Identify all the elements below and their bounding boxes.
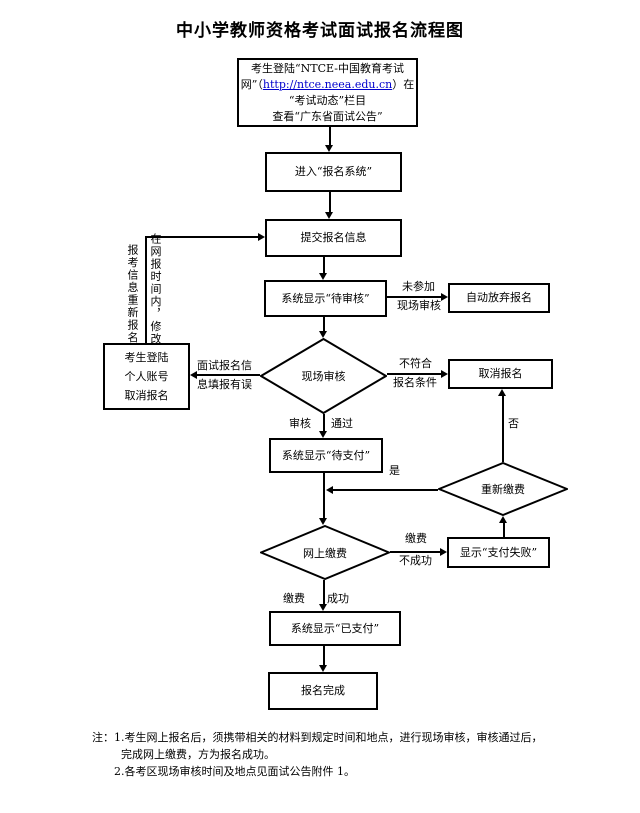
box-submit-info-label: 提交报名信息 (300, 231, 367, 244)
note-item2: 2.各考区现场审核时间及地点见面试公告附件 1。 (114, 765, 355, 778)
label-pay-unsuccessful-line2: 不成功 (399, 554, 432, 567)
arrowhead-down-icon (319, 273, 327, 280)
arrowhead-down-icon (325, 212, 333, 219)
box-cancel-registration-label: 取消报名 (478, 367, 523, 380)
box-pending-payment-label: 系统显示“待支付” (281, 448, 371, 462)
note-prefix: 注： (92, 731, 114, 744)
box-cancel-via-account: 考生登陆 个人账号 取消报名 (103, 343, 190, 410)
label-not-qualified-line2: 报名条件 (393, 376, 437, 389)
decision-online-payment: 网上缴费 (260, 525, 390, 580)
box-payment-failed: 显示“支付失败” (447, 537, 550, 568)
connector-onsite-to-pending-payment (323, 414, 325, 431)
connector-repay-to-cancel (502, 395, 504, 462)
page-title: 中小学教师资格考试面试报名流程图 (176, 21, 464, 41)
note-item1-line2: 完成网上缴费，方为报名成功。 (121, 748, 275, 761)
box-complete-label: 报名完成 (301, 684, 345, 697)
arrowhead-down-icon (319, 431, 327, 438)
arrowhead-down-icon (319, 518, 327, 525)
box-auto-abandon-label: 自动放弃报名 (466, 291, 532, 304)
connector-submit-to-pending-review (323, 257, 325, 274)
connector-pending-review-to-onsite (323, 317, 325, 332)
connector-notice-to-enter (329, 127, 331, 146)
label-info-error-line2: 息填报有误 (197, 378, 252, 391)
cancel-via-account-line2: 个人账号 (124, 370, 169, 383)
notice-line2: 网”（http://ntce.neea.edu.cn）在 (241, 77, 414, 93)
arrowhead-right-icon (441, 370, 448, 378)
arrowhead-up-icon (498, 389, 506, 396)
decision-onsite-review-shape (260, 338, 387, 414)
label-modify-note-col-left: 报考信息重新报名 (126, 244, 139, 344)
box-submit-info: 提交报名信息 (265, 219, 402, 257)
label-pay-unsuccessful-line1: 缴费 (405, 532, 427, 545)
notice-line2-pre: 网”（ (240, 77, 263, 91)
notice-line4: 查看“广东省面试公告” (272, 109, 383, 123)
note-item1-line1: 1.考生网上报名后，须携带相关的材料到规定时间和地点，进行现场审核，审核通过后， (114, 731, 543, 744)
connector-onsite-to-cancel (387, 373, 441, 375)
connector-enter-to-submit (329, 192, 331, 213)
connector-pending-review-to-abandon (387, 296, 441, 298)
connector-online-pay-to-paid (323, 580, 325, 605)
label-pay-success-part2: 成功 (327, 592, 349, 605)
label-not-attended-line1: 未参加 (402, 280, 435, 293)
arrowhead-left-icon (190, 371, 197, 379)
arrowhead-down-icon (319, 604, 327, 611)
arrowhead-right-icon (440, 548, 447, 556)
box-pending-review: 系统显示“待审核” (264, 280, 387, 317)
arrowhead-left-icon (326, 486, 333, 494)
connector-paid-to-complete (323, 646, 325, 665)
box-notice: 考生登陆“NTCE-中国教育考试 网”（http://ntce.neea.edu… (237, 58, 418, 127)
label-pay-success-part1: 缴费 (283, 592, 305, 605)
connector-online-pay-to-failed (390, 551, 440, 553)
box-paid: 系统显示“已支付” (269, 611, 401, 646)
box-pending-review-label: 系统显示“待审核” (281, 291, 370, 305)
arrowhead-right-icon (258, 233, 265, 241)
box-complete: 报名完成 (268, 672, 378, 710)
arrowhead-up-icon (499, 516, 507, 523)
arrowhead-down-icon (325, 145, 333, 152)
label-review-passed-part2: 通过 (331, 417, 353, 430)
arrowhead-right-icon (441, 293, 448, 301)
arrowhead-down-icon (319, 665, 327, 672)
label-info-error-line1: 面试报名信 (197, 359, 252, 372)
cancel-via-account-line3: 取消报名 (124, 389, 169, 402)
label-modify-note-col-right: 在网报时间内，修改 (149, 233, 162, 346)
box-cancel-registration: 取消报名 (448, 359, 553, 389)
decision-repay-label: 重新缴费 (481, 483, 525, 496)
label-review-passed-part1: 审核 (289, 417, 311, 430)
notice-line3: “考试动态”栏目 (288, 93, 367, 107)
connector-cancel-account-up (145, 236, 147, 343)
connector-repay-to-mainline (332, 489, 438, 491)
label-yes: 是 (389, 464, 400, 477)
notice-line2-post: ）在 (392, 77, 415, 91)
cancel-via-account-line1: 考生登陆 (124, 351, 169, 364)
decision-online-payment-shape (260, 525, 390, 580)
decision-online-payment-label: 网上缴费 (303, 546, 347, 560)
ntce-link[interactable]: http://ntce.neea.edu.cn (262, 77, 393, 91)
box-enter-system-label: 进入“报名系统” (294, 165, 373, 178)
connector-cancel-account-to-submit (145, 236, 258, 238)
arrowhead-down-icon (319, 331, 327, 338)
decision-onsite-review-label: 现场审核 (301, 370, 346, 383)
box-pending-payment: 系统显示“待支付” (269, 438, 383, 473)
label-no: 否 (508, 417, 519, 430)
label-not-qualified-line1: 不符合 (399, 357, 432, 370)
decision-onsite-review: 现场审核 (260, 338, 387, 414)
decision-repay: 重新缴费 (438, 462, 568, 516)
label-not-attended-line2: 现场审核 (397, 299, 441, 312)
decision-repay-shape (438, 462, 568, 516)
connector-pending-payment-to-online-pay (323, 473, 325, 518)
connector-failed-to-repay (503, 522, 505, 537)
box-auto-abandon: 自动放弃报名 (448, 283, 550, 313)
note-line1: 注：1.考生网上报名后，须携带相关的材料到规定时间和地点，进行现场审核，审核通过… (92, 729, 543, 745)
box-payment-failed-label: 显示“支付失败” (459, 545, 538, 559)
box-enter-system: 进入“报名系统” (265, 152, 402, 192)
box-paid-label: 系统显示“已支付” (290, 621, 380, 635)
notice-line1: 考生登陆“NTCE-中国教育考试 (251, 61, 404, 75)
connector-onsite-to-cancel-account (197, 374, 260, 376)
